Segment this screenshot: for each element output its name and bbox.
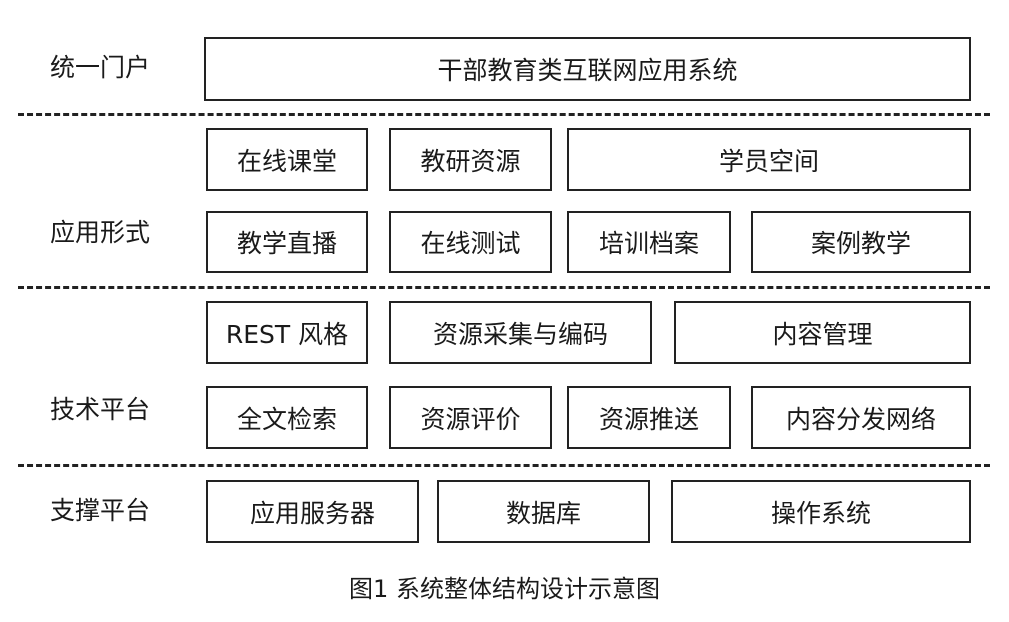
- app-box-online-test: 在线测试: [389, 211, 552, 273]
- app-box-teaching-resources: 教研资源: [389, 128, 552, 191]
- layer-label-support: 支撑平台: [50, 496, 151, 525]
- divider-technology-support: [18, 464, 990, 467]
- tech-box-cdn: 内容分发网络: [751, 386, 971, 449]
- app-box-training-records: 培训档案: [567, 211, 731, 273]
- tech-box-resource-push: 资源推送: [567, 386, 731, 449]
- figure-caption: 图1 系统整体结构设计示意图: [349, 575, 660, 603]
- support-box-operating-system: 操作系统: [671, 480, 971, 543]
- divider-portal-application: [18, 113, 990, 116]
- app-box-student-space: 学员空间: [567, 128, 971, 191]
- layer-label-technology: 技术平台: [50, 395, 151, 424]
- tech-box-resource-collection-encoding: 资源采集与编码: [389, 301, 652, 364]
- tech-box-full-text-search: 全文检索: [206, 386, 368, 449]
- tech-box-content-management: 内容管理: [674, 301, 971, 364]
- tech-box-resource-evaluation: 资源评价: [389, 386, 552, 449]
- layer-label-portal: 统一门户: [50, 53, 151, 82]
- app-box-case-teaching: 案例教学: [751, 211, 971, 273]
- portal-system-box: 干部教育类互联网应用系统: [204, 37, 971, 101]
- app-box-live-teaching: 教学直播: [206, 211, 368, 273]
- layer-label-application: 应用形式: [50, 218, 151, 247]
- support-box-app-server: 应用服务器: [206, 480, 419, 543]
- divider-application-technology: [18, 286, 990, 289]
- support-box-database: 数据库: [437, 480, 650, 543]
- tech-box-rest-style: REST 风格: [206, 301, 368, 364]
- app-box-online-class: 在线课堂: [206, 128, 368, 191]
